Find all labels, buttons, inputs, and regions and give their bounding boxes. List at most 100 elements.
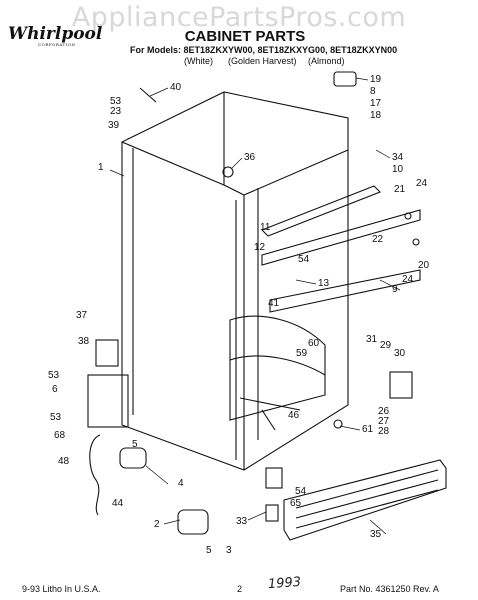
callout-label: 22 xyxy=(372,234,384,245)
callout-label: 61 xyxy=(362,424,374,435)
callout-label: 4 xyxy=(178,478,184,489)
screw-36 xyxy=(222,166,234,178)
leader-36 xyxy=(231,157,243,169)
grille-clip-right xyxy=(265,467,283,489)
leader-34 xyxy=(375,149,391,159)
leader-40 xyxy=(149,87,169,97)
callout-label: 54 xyxy=(295,486,307,497)
footer-part-number: Part No. 4361250 Rev. A xyxy=(340,584,439,594)
callout-label: 38 xyxy=(78,336,90,347)
callout-label: 21 xyxy=(394,184,406,195)
callout-label: 13 xyxy=(318,278,330,289)
callout-label: 11 xyxy=(260,222,271,233)
models-prefix: For Models: xyxy=(130,45,181,55)
callout-label: 30 xyxy=(394,348,406,359)
callout-label: 23 xyxy=(110,106,122,117)
callout-label: 53 xyxy=(48,370,60,381)
callout-label: 27 xyxy=(378,416,390,427)
callout-label: 9 xyxy=(392,284,398,295)
callout-label: 29 xyxy=(380,340,392,351)
hinge-bracket xyxy=(389,371,413,399)
leader-35 xyxy=(369,519,387,535)
callout-label: 3 xyxy=(226,545,232,556)
callout-label: 24 xyxy=(402,274,414,285)
bottom-tube xyxy=(261,409,276,431)
leader-lines xyxy=(109,77,401,535)
callout-label: 28 xyxy=(378,426,390,437)
callout-label: 68 xyxy=(54,430,66,441)
callout-label: 36 xyxy=(244,152,256,163)
callout-label: 19 xyxy=(370,74,382,85)
callout-label: 34 xyxy=(392,152,404,163)
color-almond: (Almond) xyxy=(308,56,345,66)
leader-33 xyxy=(247,511,267,521)
callout-label: 54 xyxy=(298,254,310,265)
callout-label: 44 xyxy=(112,498,124,509)
screw-21 xyxy=(404,212,412,220)
leader-41 xyxy=(295,279,317,285)
grille-slats xyxy=(295,469,439,529)
callout-label: 40 xyxy=(170,82,182,93)
leader-2 xyxy=(163,519,181,525)
footer-litho: 9-93 Litho In U.S.A. xyxy=(22,584,101,594)
callout-label: 39 xyxy=(108,120,120,131)
leader-4 xyxy=(145,465,169,485)
bottom-duct xyxy=(239,397,301,411)
cabinet-outline xyxy=(121,91,349,471)
power-cord xyxy=(89,434,101,516)
callout-label: 20 xyxy=(418,260,430,271)
callout-label: 17 xyxy=(370,98,382,109)
callout-label: 65 xyxy=(290,498,302,509)
callout-label: 5 xyxy=(132,439,138,450)
screw-24 xyxy=(412,238,420,246)
leader-19 xyxy=(355,77,369,81)
upper-bar xyxy=(261,209,421,266)
callout-labels: 40 53 23 39 19 8 17 18 36 34 10 1 21 24 … xyxy=(48,74,430,556)
relay-box xyxy=(95,339,119,367)
liner-contour xyxy=(229,355,326,376)
footer-page-number: 2 xyxy=(237,584,243,594)
leader-61 xyxy=(339,425,361,431)
callout-label: 37 xyxy=(76,310,88,321)
liner-shelf xyxy=(229,315,326,421)
callout-label: 10 xyxy=(392,164,404,175)
callout-label: 2 xyxy=(154,519,160,530)
callout-label: 59 xyxy=(296,348,308,359)
cabinet-front-edge xyxy=(223,92,245,470)
watermark: AppliancePartsPros.com xyxy=(71,2,407,33)
front-roller xyxy=(119,447,147,469)
logo-text: Whirlpool xyxy=(8,24,103,44)
callout-label: 24 xyxy=(416,178,428,189)
callout-label: 33 xyxy=(236,516,248,527)
callout-label: 46 xyxy=(288,410,300,421)
handwritten-note: 1993 xyxy=(267,574,302,593)
models-list: 8ET18ZKXYW00, 8ET18ZKXYG00, 8ET18ZKXYN00 xyxy=(183,45,398,55)
plug-61 xyxy=(333,419,343,429)
callout-label: 53 xyxy=(50,412,62,423)
toe-grille xyxy=(283,459,447,541)
models-line: For Models: 8ET18ZKXYW00, 8ET18ZKXYG00, … xyxy=(130,45,397,55)
callout-label: 26 xyxy=(378,406,390,417)
callout-label: 60 xyxy=(308,338,320,349)
callout-label: 1 xyxy=(98,162,104,173)
grille-clip-left xyxy=(265,504,279,522)
cabinet-drawing xyxy=(87,71,447,541)
callout-label: 5 xyxy=(206,545,212,556)
cabinet-top-front xyxy=(121,141,225,186)
callout-label: 53 xyxy=(110,96,122,107)
callout-label: 48 xyxy=(58,456,70,467)
callout-label: 41 xyxy=(268,298,280,309)
callout-label: 35 xyxy=(370,529,382,540)
page-title: CABINET PARTS xyxy=(184,28,306,45)
leader-9 xyxy=(379,279,401,291)
color-golden-harvest: (Golden Harvest) xyxy=(228,56,297,66)
top-hinge-part xyxy=(139,87,157,103)
lower-bar xyxy=(269,269,421,313)
callout-label: 18 xyxy=(370,110,382,121)
callout-label: 6 xyxy=(52,384,58,395)
top-hinge-cover xyxy=(333,71,357,87)
callout-label: 12 xyxy=(254,242,266,253)
